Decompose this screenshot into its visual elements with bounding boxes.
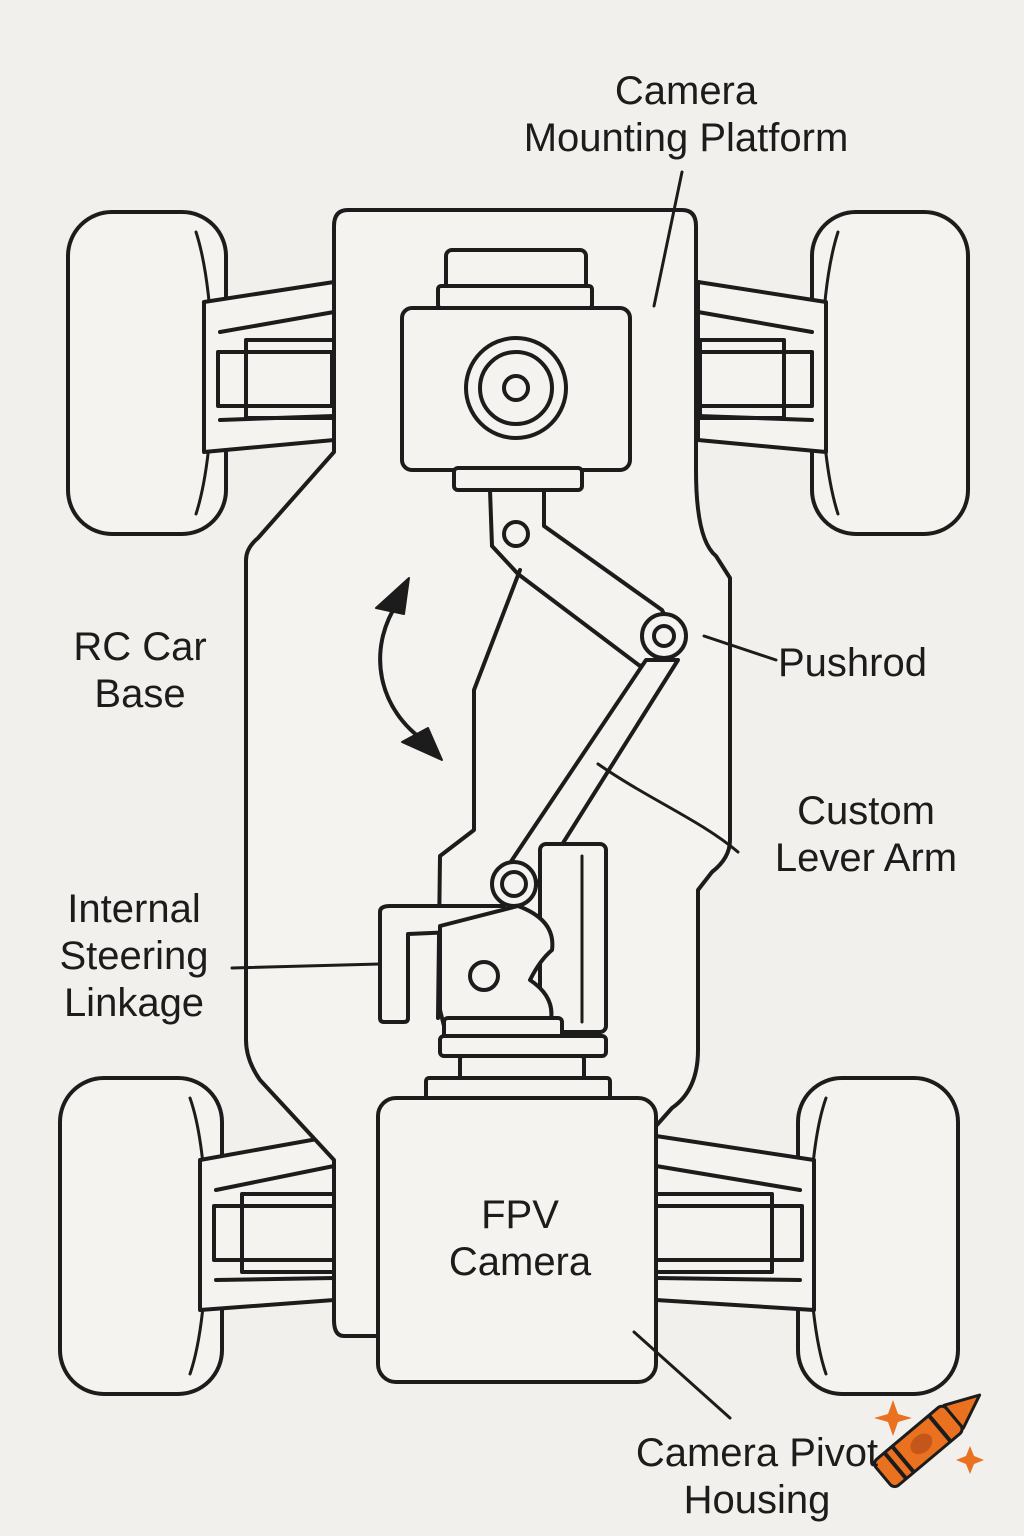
label-line: Linkage (63, 981, 205, 1025)
internal-steering-linkage (378, 842, 612, 1102)
leader-line-lever-arm (596, 762, 740, 854)
label-line: Custom (797, 789, 935, 833)
pushrod (502, 612, 688, 888)
leader-line-pushrod (702, 634, 778, 662)
label-line: Base (94, 672, 186, 716)
label-pushrod: Pushrod (778, 640, 958, 687)
label-line: Mounting Platform (523, 116, 849, 160)
label-line: FPV (481, 1193, 559, 1237)
label-line: Camera (448, 1240, 592, 1284)
label-line: Camera (614, 69, 758, 113)
label-camera-pivot-housing: Camera Pivot Housing (612, 1430, 902, 1524)
suspension-rear-right (654, 1134, 816, 1312)
label-rc-car-base: RC Car Base (40, 624, 240, 718)
wheel-rear-right (796, 1076, 960, 1396)
leader-line-steering-linkage (230, 962, 382, 970)
lens-icon (464, 336, 568, 440)
suspension-front-left (202, 280, 336, 454)
label-line: Housing (683, 1478, 831, 1522)
camera-mounting-platform (400, 248, 632, 492)
suspension-front-right (696, 280, 828, 454)
label-fpv-camera: FPV Camera (420, 1192, 620, 1286)
leader-line-platform (652, 170, 684, 308)
label-line: Internal (67, 887, 201, 931)
label-line: RC Car (73, 625, 207, 669)
crayon-sparkle-icon (873, 1393, 984, 1489)
label-camera-mounting-platform: Camera Mounting Platform (490, 68, 882, 162)
rc-car-chassis (244, 208, 732, 1338)
label-line: Steering (59, 934, 209, 978)
fpv-camera-housing (376, 1096, 658, 1384)
suspension-rear-left (198, 1134, 336, 1312)
label-internal-steering-linkage: Internal Steering Linkage (34, 886, 234, 1027)
label-line: Camera Pivot (635, 1431, 879, 1475)
curved-double-arrow-icon (375, 577, 443, 761)
label-custom-lever-arm: Custom Lever Arm (748, 788, 984, 882)
wheel-rear-left (58, 1076, 224, 1396)
label-line: Pushrod (778, 641, 927, 685)
wheel-front-right (810, 210, 970, 536)
label-line: Lever Arm (774, 836, 958, 880)
leader-line-pivot-housing (632, 1330, 732, 1420)
